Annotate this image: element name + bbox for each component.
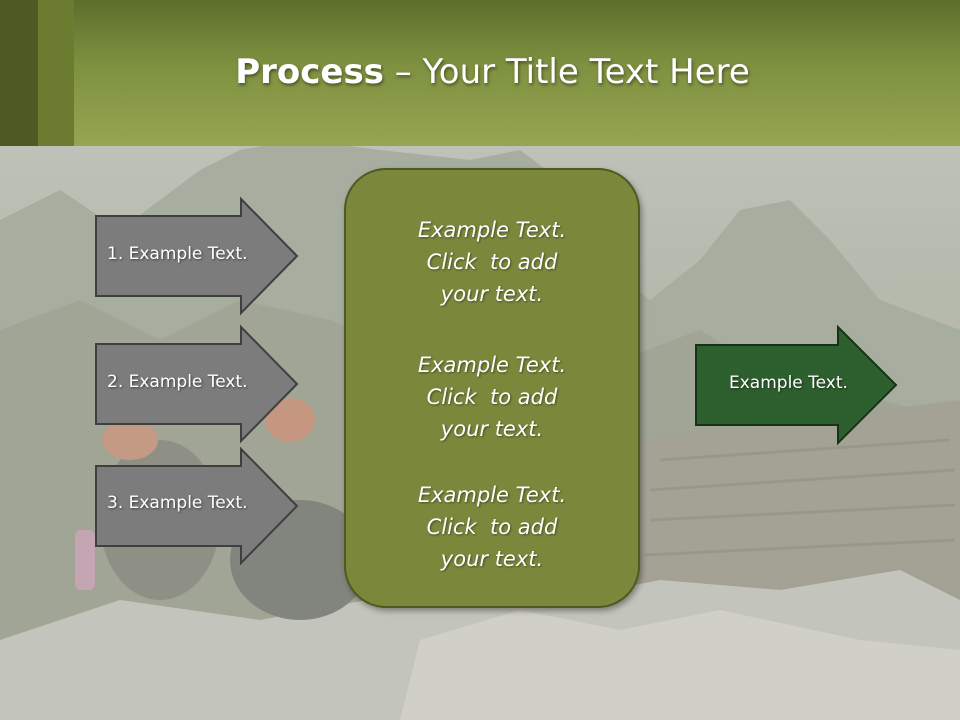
process-center-box[interactable]: Example Text. Click to add your text. Ex… (344, 168, 640, 608)
step-arrow-1[interactable]: 1. Example Text. (95, 196, 300, 316)
title-banner (0, 0, 960, 146)
center-text-line: Click to add (426, 515, 558, 539)
center-text-line: Click to add (426, 385, 558, 409)
step-arrow-2[interactable]: 2. Example Text. (95, 324, 300, 444)
title-bold-part: Process (235, 52, 384, 92)
slide-title[interactable]: Process – Your Title Text Here (0, 52, 960, 92)
result-arrow[interactable]: Example Text. (695, 324, 900, 446)
center-text-line: your text. (440, 417, 544, 441)
center-text-line: Click to add (426, 250, 558, 274)
center-text-block-1[interactable]: Example Text. Click to add your text. (346, 214, 638, 310)
center-text-block-2[interactable]: Example Text. Click to add your text. (346, 349, 638, 445)
banner-accent-dark (0, 0, 38, 146)
step-arrow-label: 3. Example Text. (107, 493, 248, 513)
step-arrow-label: 1. Example Text. (107, 244, 248, 264)
center-text-line: your text. (440, 282, 544, 306)
step-arrow-label: 2. Example Text. (107, 372, 248, 392)
center-text-line: Example Text. (417, 483, 567, 507)
center-text-line: Example Text. (417, 218, 567, 242)
title-rest-part: – Your Title Text Here (383, 52, 750, 92)
result-arrow-label: Example Text. (729, 373, 848, 393)
banner-accent-light (38, 0, 74, 146)
center-text-block-3[interactable]: Example Text. Click to add your text. (346, 479, 638, 575)
step-arrow-3[interactable]: 3. Example Text. (95, 446, 300, 566)
center-text-line: Example Text. (417, 353, 567, 377)
center-text-line: your text. (440, 547, 544, 571)
